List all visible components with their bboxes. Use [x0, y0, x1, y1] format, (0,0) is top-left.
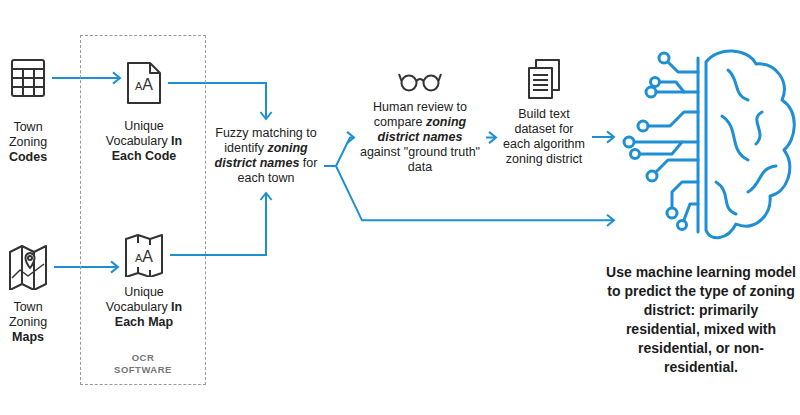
flow-arrow [486, 132, 496, 143]
dataset-step: Build text dataset for each algorithm zo… [500, 58, 588, 167]
connector-line [54, 266, 118, 268]
icon-holder [10, 58, 46, 98]
connector-line [324, 166, 614, 220]
arrowhead [607, 215, 614, 226]
icon-holder [8, 244, 48, 290]
node-label: Build text dataset for each algorithm zo… [500, 107, 588, 167]
icon-holder: AA [126, 61, 162, 105]
ml-model: Use machine learning model to predict th… [606, 42, 796, 377]
connector-line [52, 77, 120, 79]
font-glyph: AA [124, 248, 164, 267]
font-glyph: AA [126, 76, 162, 95]
vocab-document: AA Unique Vocabulary In Each Map [93, 233, 195, 330]
flow-arrow [324, 166, 614, 226]
flow-arrow [324, 132, 354, 166]
connector-line [170, 193, 266, 255]
node-label: Unique Vocabulary In Each Code [93, 119, 195, 164]
process-text: Fuzzy matching to identify zoning distri… [210, 122, 322, 190]
flow-arrow [168, 83, 272, 119]
arrowhead [607, 131, 614, 142]
brain-circuit-icon [606, 42, 796, 247]
arrowhead [489, 132, 496, 143]
arrowhead [113, 72, 120, 83]
flow-arrow [592, 131, 614, 142]
emphasis: Codes [9, 150, 47, 164]
connector-line [592, 136, 614, 138]
node-label: Town Zoning Codes [2, 120, 54, 165]
node-label: Use machine learning model to predict th… [606, 263, 796, 377]
spreadsheet-icon [10, 58, 46, 98]
node-label: Human review to compare zoning district … [358, 100, 482, 175]
emphasis: zoning district names [378, 115, 467, 144]
arrowhead [347, 132, 354, 143]
documents-icon [527, 58, 561, 100]
flow-arrow [54, 261, 118, 272]
group-label: OCR SOFTWARE [109, 352, 177, 376]
source-icon: Town Zoning Codes [2, 58, 54, 165]
glasses-icon [397, 70, 443, 92]
icon-holder [606, 42, 796, 247]
emphasis: In Each Code [112, 134, 183, 163]
flow-arrow [52, 72, 120, 83]
vocab-document: AA Unique Vocabulary In Each Code [93, 61, 195, 164]
flow-arrow [170, 193, 272, 255]
map-icon [8, 244, 48, 290]
arrowhead [260, 112, 271, 119]
emphasis: In Each Map [115, 300, 182, 329]
node-label: Unique Vocabulary In Each Map [93, 285, 195, 330]
arrowhead [111, 261, 118, 272]
icon-holder [397, 70, 443, 92]
icon-holder [527, 58, 561, 100]
emphasis: zoning district names [215, 141, 308, 170]
node-label: Fuzzy matching to identify zoning distri… [214, 126, 318, 186]
connector-line [168, 83, 266, 119]
arrowhead [260, 193, 271, 200]
source-icon: Town Zoning Maps [2, 244, 54, 345]
icon-holder: AA [124, 233, 164, 277]
emphasis: Maps [12, 330, 44, 344]
ocr-group: OCR SOFTWARE AA Unique Vocabulary In Each… [80, 35, 206, 385]
review-step: Human review to compare zoning district … [358, 70, 482, 175]
node-label: Town Zoning Maps [2, 300, 54, 345]
